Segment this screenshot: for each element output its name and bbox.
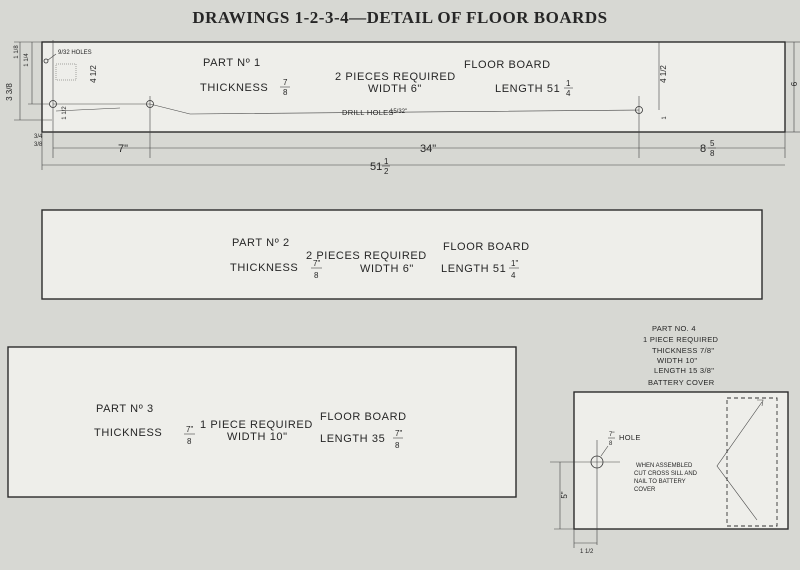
part-1-dim-left-a-label: 1 1/4: [24, 53, 30, 67]
part-1-dim-right-small-label: 1: [662, 116, 668, 120]
part-2-qty: 2 PIECES REQUIRED: [306, 250, 427, 262]
part-1-length-den: 4: [566, 89, 571, 98]
part-4-width: WIDTH 10": [657, 356, 697, 365]
part-4-dim-v-label: 5": [560, 491, 569, 498]
part-4-cross-sill-outline: [726, 397, 778, 527]
part-2-board: PART Nº 2 FLOOR BOARD 2 PIECES REQUIRED …: [41, 209, 763, 300]
part-2-thickness-num: 7": [313, 259, 320, 268]
part-1-length-num: 1: [566, 79, 571, 88]
part-1-dim-offset-a: 3/4: [34, 134, 43, 140]
part-1-dim-left-small-label: 1 1/2: [62, 106, 68, 120]
part-2-thickness: THICKNESS: [230, 262, 298, 274]
part-1-dim-total-num: 1: [384, 157, 389, 166]
part-3-qty: 1 PIECE REQUIRED: [200, 419, 313, 431]
part-1-dim-left-b-label: 1 1/8: [14, 45, 20, 59]
part-4-name: BATTERY COVER: [648, 378, 715, 387]
part-1-dim-left-height-label: 3 3/8: [5, 83, 14, 101]
part-4-note-line3: NAIL TO BATTERY: [634, 479, 686, 485]
part-1-width: WIDTH 6": [368, 83, 422, 95]
part-4-thickness: THICKNESS 7/8": [652, 346, 714, 355]
part-1-dim-seg1: 7": [118, 143, 128, 155]
part-1-holes-note-leader: [47, 53, 57, 61]
part-4-hole-num: 7": [609, 432, 614, 438]
part-3-width: WIDTH 10": [227, 431, 288, 443]
part-3-board: PART Nº 3 FLOOR BOARD 1 PIECE REQUIRED T…: [7, 346, 517, 498]
part-1-number: PART Nº 1: [203, 57, 261, 69]
part-1-hole-line: [53, 103, 640, 115]
part-2-outline: [41, 209, 763, 300]
part-1-drill-size: 15/32": [390, 109, 407, 115]
part-4-hole-den: 8: [609, 441, 613, 447]
part-4-hole-leader: [600, 445, 609, 457]
part-1-dim-seg3-den: 8: [710, 149, 715, 158]
part-4-length: LENGTH 15 3/8": [654, 366, 714, 375]
part-1-holes-note: 9/32 HOLES: [58, 50, 92, 56]
part-4-dim-h-label: 1 1/2: [580, 549, 594, 555]
part-3-outline: [7, 346, 517, 498]
part-2-width: WIDTH 6": [360, 263, 414, 275]
part-1-dim-total-den: 2: [384, 167, 389, 176]
part-1-drill-label: DRILL HOLES: [342, 108, 394, 117]
part-1-dim-width-label: 6: [790, 81, 799, 86]
part-2-thickness-den: 8: [314, 271, 319, 280]
part-3-thickness-den: 8: [187, 437, 192, 446]
part-2-length-num: 1": [511, 259, 518, 268]
part-4-hole-label: HOLE: [619, 433, 641, 442]
part-1-dim-left-mid-label: 4 1/2: [89, 65, 98, 83]
part-1-dim-right-mid-label: 4 1/2: [659, 65, 668, 83]
part-1-dim-total-label: 51: [370, 161, 382, 173]
part-4-board: PART NO. 4 1 PIECE REQUIRED THICKNESS 7/…: [550, 324, 789, 555]
part-2-name: FLOOR BOARD: [443, 241, 530, 253]
part-1-outline: [41, 41, 786, 133]
part-1-board: 3 3/8 1 1/4 1 1/8 1 1/2 4 1/2 9/32 HOLES…: [5, 40, 800, 176]
drawing-title: DRAWINGS 1-2-3-4—DETAIL OF FLOOR BOARDS: [192, 8, 607, 27]
part-3-thickness-num: 7": [186, 425, 193, 434]
part-3-length-num: 7": [395, 429, 402, 438]
part-4-outline: [573, 391, 789, 530]
part-3-length-den: 8: [395, 441, 400, 450]
part-2-length: LENGTH 51: [441, 263, 506, 275]
part-4-qty: 1 PIECE REQUIRED: [643, 335, 719, 344]
part-2-number: PART Nº 2: [232, 237, 290, 249]
part-3-length: LENGTH 35: [320, 433, 385, 445]
part-1-thickness: THICKNESS: [200, 82, 268, 94]
part-1-hole-arrow: [55, 107, 121, 112]
part-2-length-den: 4: [511, 271, 516, 280]
part-4-note-line2: CUT CROSS SILL AND: [634, 471, 698, 477]
part-3-thickness: THICKNESS: [94, 427, 162, 439]
part-3-name: FLOOR BOARD: [320, 411, 407, 423]
part-1-holes-detail: [55, 63, 77, 81]
part-1-dim-seg3: 8: [700, 143, 706, 155]
part-1-name: FLOOR BOARD: [464, 59, 551, 71]
part-4-note-line4: COVER: [634, 487, 656, 493]
part-4-note-leader: [716, 401, 763, 521]
part-1-length: LENGTH 51: [495, 83, 560, 95]
part-4-number: PART NO. 4: [652, 324, 696, 333]
part-4-arrow-top: [757, 399, 764, 407]
part-1-dim-offset-b: 3/8: [34, 142, 43, 148]
part-1-dim-seg3-num: 5: [710, 139, 715, 148]
part-1-thickness-num: 7: [283, 78, 288, 87]
part-1-qty: 2 PIECES REQUIRED: [335, 71, 456, 83]
part-1-dim-seg2: 34": [420, 143, 436, 155]
part-4-note-line1: WHEN ASSEMBLED: [636, 463, 693, 469]
part-1-thickness-den: 8: [283, 88, 288, 97]
part-3-number: PART Nº 3: [96, 403, 154, 415]
part-1-hole-small: [43, 58, 49, 64]
